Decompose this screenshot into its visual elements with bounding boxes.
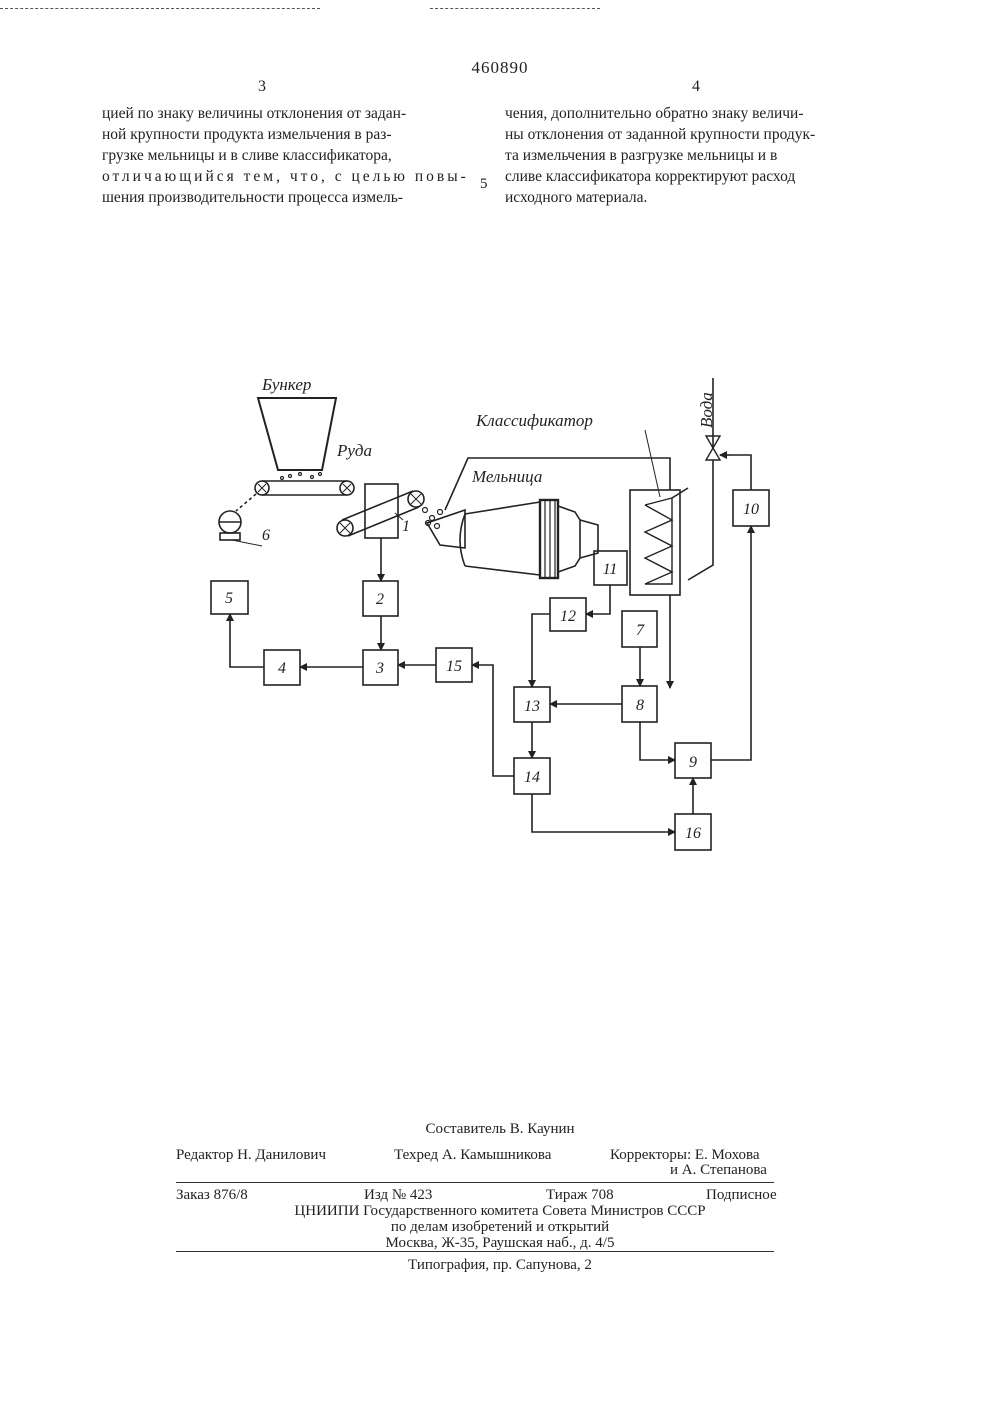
inclined-conveyor [337,491,424,536]
tirazh: Тираж 708 [546,1187,614,1204]
block-7-label: 7 [636,622,645,639]
podpisnoe: Подписное [706,1187,777,1204]
izd: Изд № 423 [364,1187,432,1204]
label-water: Вода [697,392,716,428]
bunker [258,398,336,470]
compiler: Составитель В. Каунин [0,1121,1000,1138]
label-bunker: Бункер [261,375,311,394]
block-13-label: 13 [524,698,540,715]
block-9-label: 9 [689,754,697,771]
mill [427,500,598,578]
printer: Типография, пр. Сапунова, 2 [0,1257,1000,1274]
block-5-label: 5 [225,590,233,607]
divider [176,1182,774,1183]
block-8-label: 8 [636,697,644,714]
block-6-label: 6 [262,527,270,544]
block-11-label: 11 [603,561,618,578]
block-10-label: 10 [743,501,759,518]
feeder-conveyor [255,481,354,495]
divider [176,1251,774,1252]
label-mill: Мельница [471,467,542,486]
block-4-label: 4 [278,660,286,677]
control-blocks [211,490,769,850]
drive-motor [219,511,262,546]
org-line-1: ЦНИИПИ Государственного комитета Совета … [0,1203,1000,1220]
label-classifier: Классификатор [475,411,593,430]
block-12-label: 12 [560,608,576,625]
editor: Редактор Н. Данилович [176,1147,326,1164]
block-16-label: 16 [685,825,701,842]
block-15-label: 15 [446,658,462,675]
techred: Техред А. Камышникова [394,1147,551,1164]
org-line-2: по делам изобретений и открытий [0,1219,1000,1236]
label-ore: Руда [336,441,372,460]
classifier [630,488,688,595]
org-line-3: Москва, Ж-35, Раушская наб., д. 4/5 [0,1235,1000,1252]
correctors-2: и А. Степанова [670,1162,767,1179]
block-1-label: 1 [402,518,410,535]
belt-scale [365,484,398,538]
order: Заказ 876/8 [176,1187,248,1204]
block-2-label: 2 [376,591,384,608]
block-3-label: 3 [375,660,384,677]
process-diagram: Бункер Руда Классификатор Мельница Вода … [0,0,1000,900]
block-14-label: 14 [524,769,540,786]
